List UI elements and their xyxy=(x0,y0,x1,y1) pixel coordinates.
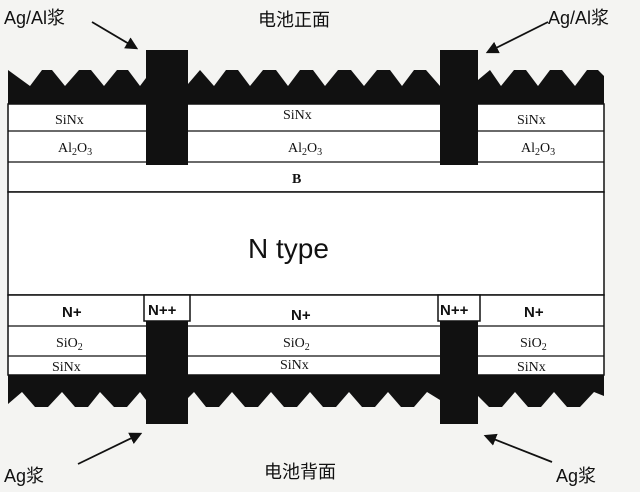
back-texture xyxy=(188,375,440,407)
label-back-sio2-right: SiO2 xyxy=(520,336,547,353)
front-stack xyxy=(7,103,605,193)
label-front-al2o3-mid: Al2O3 xyxy=(288,141,322,158)
label-back-paste-right: Ag浆 xyxy=(556,466,596,486)
label-back-face: 电池背面 xyxy=(264,462,336,482)
label-front-face: 电池正面 xyxy=(258,10,330,30)
front-texture xyxy=(8,70,146,104)
label-back-paste-left: Ag浆 xyxy=(4,466,44,486)
front-contact-right xyxy=(440,50,478,165)
arrow-front-right xyxy=(485,21,549,54)
label-back-nplusplus-right: N++ xyxy=(440,302,469,319)
label-front-al2o3-right: Al2O3 xyxy=(521,141,555,158)
label-front-paste-left: Ag/Al浆 xyxy=(4,8,65,28)
back-stack xyxy=(7,294,605,376)
label-back-nplus-left: N+ xyxy=(62,304,82,321)
label-back-nplus-right: N+ xyxy=(524,304,544,321)
n-plus-plus-box-right xyxy=(437,294,481,322)
back-texture xyxy=(478,375,604,407)
front-texture xyxy=(478,70,604,104)
label-front-sinx-right: SiNx xyxy=(517,113,546,128)
label-front-al2o3-left: Al2O3 xyxy=(58,141,92,158)
arrow-back-right xyxy=(483,433,553,463)
label-front-sinx-left: SiNx xyxy=(55,113,84,128)
front-texture xyxy=(188,70,440,104)
label-boron-layer: B xyxy=(292,172,301,187)
back-contact-left xyxy=(146,321,188,424)
label-front-sinx-mid: SiNx xyxy=(283,108,312,123)
label-back-sinx-right: SiNx xyxy=(517,360,546,375)
front-contact-left xyxy=(146,50,188,165)
label-back-nplus-mid: N+ xyxy=(291,307,311,324)
label-back-sio2-left: SiO2 xyxy=(56,336,83,353)
arrow-back-left xyxy=(77,432,143,465)
label-back-sinx-left: SiNx xyxy=(52,360,81,375)
label-back-sio2-mid: SiO2 xyxy=(283,336,310,353)
label-front-paste-right: Ag/Al浆 xyxy=(548,8,609,28)
arrow-front-left xyxy=(91,21,139,50)
substrate xyxy=(7,191,605,296)
label-substrate: N type xyxy=(248,233,329,264)
back-texture xyxy=(8,375,146,407)
label-back-nplusplus-left: N++ xyxy=(148,302,177,319)
back-contact-right xyxy=(440,321,478,424)
label-back-sinx-mid: SiNx xyxy=(280,358,309,373)
